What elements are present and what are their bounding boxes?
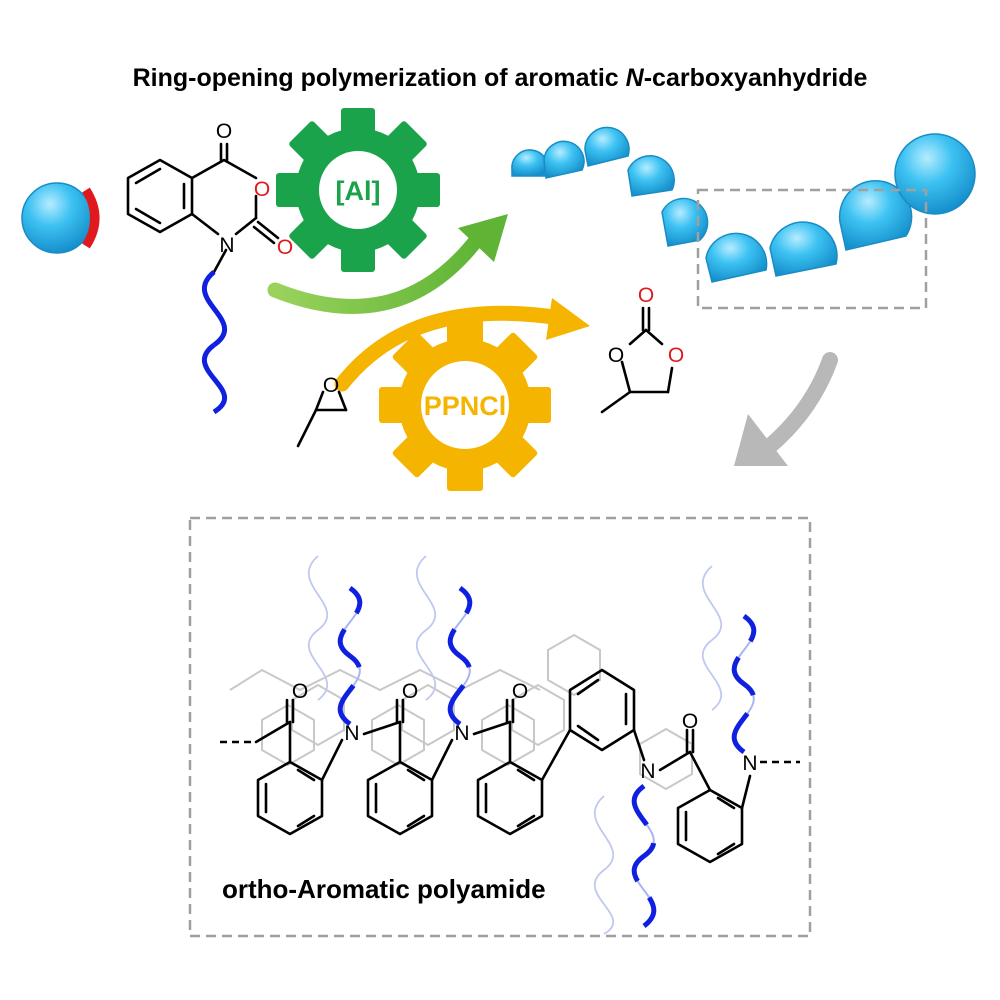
atom-o-carbonyl-right: O	[277, 236, 293, 259]
scheme-title: Ring-opening polymerization of aromatic …	[133, 64, 868, 92]
atom-o-carbonate-right: O	[668, 344, 684, 367]
atom-n-unit5: N	[742, 752, 757, 775]
atom-n-unit1: N	[344, 722, 359, 745]
propylene-oxide: O	[296, 374, 348, 448]
ppncl-cocatalyst-gear: PPNCl	[379, 319, 551, 491]
propylene-carbonate: O O O	[600, 284, 684, 414]
atom-o-epoxide: O	[323, 374, 339, 397]
atom-o-carbonate-carbonyl: O	[638, 284, 654, 307]
polymer-bead-chain	[511, 126, 976, 283]
initiator-bead	[21, 182, 100, 254]
al-catalyst-label: [Al]	[336, 176, 381, 206]
monomer-side-chain	[202, 270, 228, 415]
atom-o-unit2: O	[402, 680, 418, 703]
nca-monomer: O O O N	[126, 120, 293, 415]
atom-n-ring: N	[219, 234, 234, 257]
ghost-side-chains	[307, 555, 723, 935]
zoom-box-polymer	[696, 188, 928, 310]
atom-n-unit4: N	[640, 760, 655, 783]
polyamide-detail-box	[188, 516, 812, 938]
al-catalyst-gear: [Al]	[276, 108, 440, 272]
polyamide-structure: O N O N O N	[220, 668, 800, 864]
atom-n-unit2: N	[454, 722, 469, 745]
polyamide-caption: ortho-Aromatic polyamide	[222, 874, 546, 904]
atom-o-unit3: O	[512, 680, 528, 703]
atom-o-carbonate-left: O	[608, 344, 624, 367]
atom-o-unit1: O	[292, 680, 308, 703]
atom-o-ring: O	[254, 178, 270, 201]
zoom-arrow	[734, 352, 838, 466]
polymerization-arrow	[267, 214, 508, 314]
atom-o-carbonyl-top: O	[216, 120, 232, 143]
polyamide-side-chains	[337, 585, 757, 928]
ppncl-label: PPNCl	[424, 391, 507, 421]
atom-o-unit4: O	[682, 710, 698, 733]
co2-transfer-arrow	[334, 298, 590, 392]
